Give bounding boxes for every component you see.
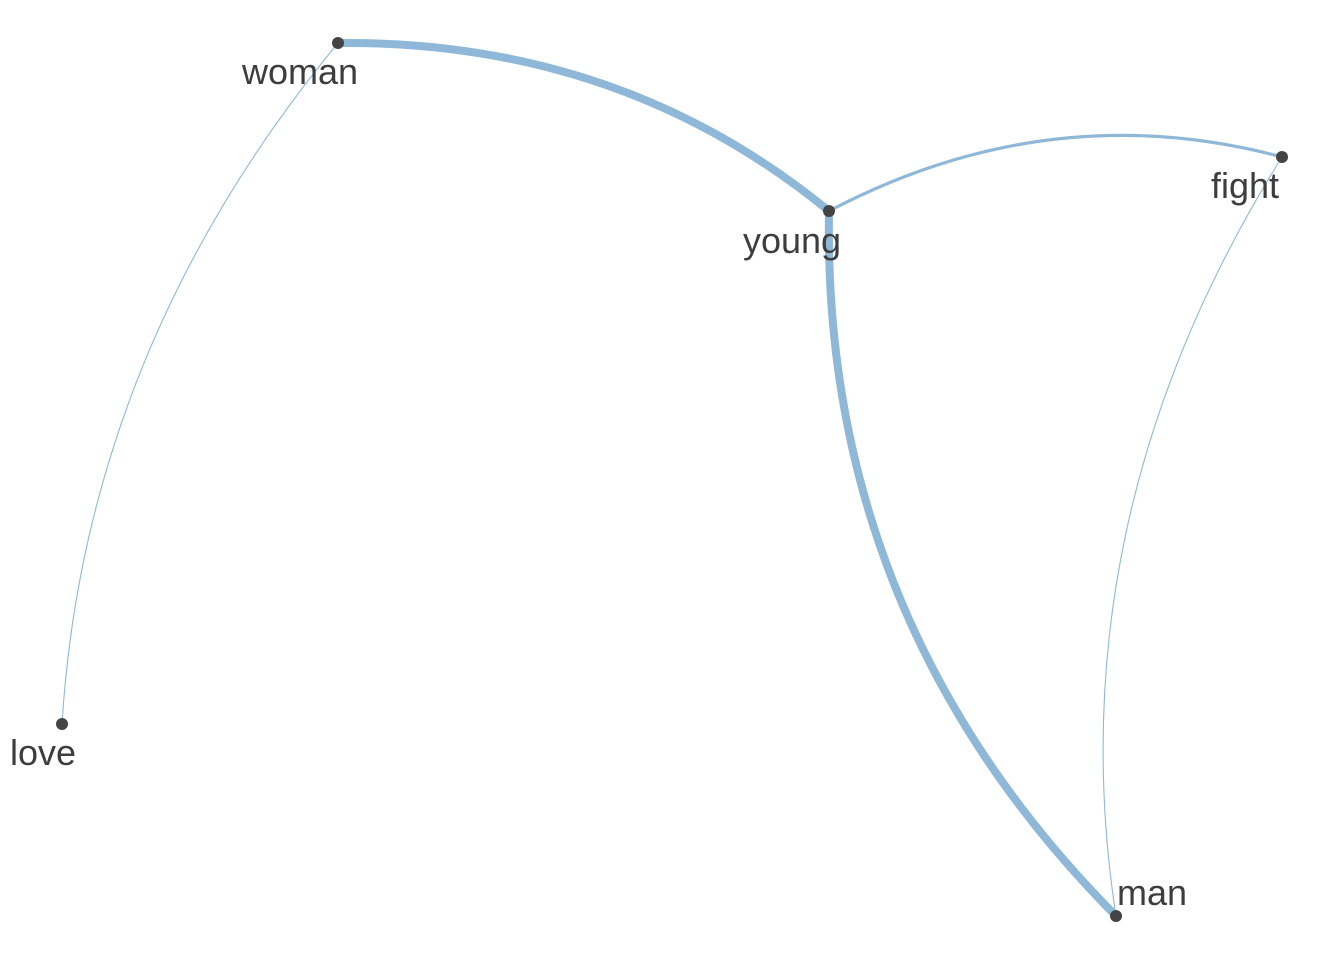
node-man [1110,910,1122,922]
node-label-love: love [10,732,76,773]
node-woman [332,37,344,49]
edge-young-fight [827,133,1284,213]
edge-young-man [824,207,1120,920]
edges-layer [61,38,1284,920]
nodes-layer [56,37,1288,922]
edge-woman-love [61,42,339,725]
node-fight [1276,151,1288,163]
node-young [823,205,835,217]
labels-layer: woman young fight love man [10,51,1279,913]
node-label-young: young [743,220,841,261]
edge-fight-man [1102,156,1283,917]
node-label-fight: fight [1211,165,1279,206]
node-love [56,718,68,730]
node-label-man: man [1117,872,1187,913]
node-label-woman: woman [241,51,358,92]
edge-woman-young [334,38,833,215]
